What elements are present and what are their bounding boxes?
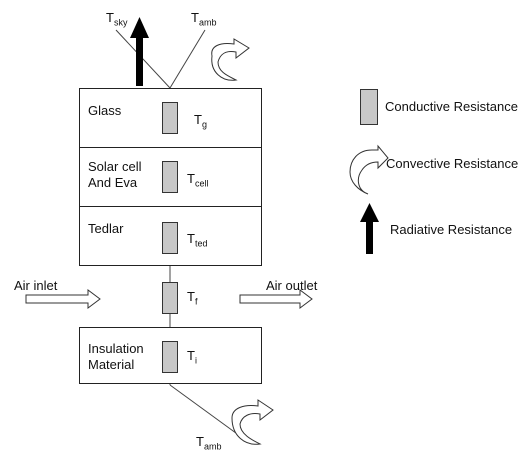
legend-conductive-label: Conductive Resistance	[385, 99, 518, 114]
resistance-tedlar	[162, 222, 178, 254]
air-inlet-label: Air inlet	[14, 278, 58, 293]
layer-tedlar-label: Tedlar	[88, 221, 124, 236]
legend-radiative-label: Radiative Resistance	[390, 222, 513, 237]
resistance-glass	[162, 102, 178, 134]
legend-convective-icon	[349, 144, 389, 195]
radiative-arrow-top	[130, 17, 149, 86]
resistance-air	[162, 282, 178, 314]
t-ted-label: Tted	[187, 231, 208, 249]
air-outlet-arrow	[239, 289, 313, 309]
legend-conductive-icon	[360, 89, 378, 125]
legend-radiative-icon	[360, 203, 379, 254]
t-insulation-label: Ti	[187, 348, 197, 366]
convective-arrow-top	[211, 38, 250, 81]
t-cell-label: Tcell	[187, 171, 209, 189]
legend-convective-label: Convective Resistance	[386, 156, 519, 171]
convective-arrow-bottom	[231, 399, 274, 445]
resistance-solar-cell	[162, 161, 178, 193]
resistance-insulation	[162, 341, 178, 373]
t-amb-bottom-label: Tamb	[196, 434, 222, 452]
t-glass-label: Tg	[194, 112, 207, 130]
layer-insulation-label: Insulation Material	[88, 341, 144, 372]
air-inlet-arrow	[25, 289, 101, 309]
t-fluid-label: Tf	[187, 289, 198, 307]
t-amb-top-label: Tamb	[191, 10, 217, 28]
t-sky-label: Tsky	[106, 10, 128, 28]
layer-glass-label: Glass	[88, 103, 122, 118]
air-outlet-label: Air outlet	[266, 278, 318, 293]
layer-solar-cell-label: Solar cell And Eva	[88, 159, 142, 190]
